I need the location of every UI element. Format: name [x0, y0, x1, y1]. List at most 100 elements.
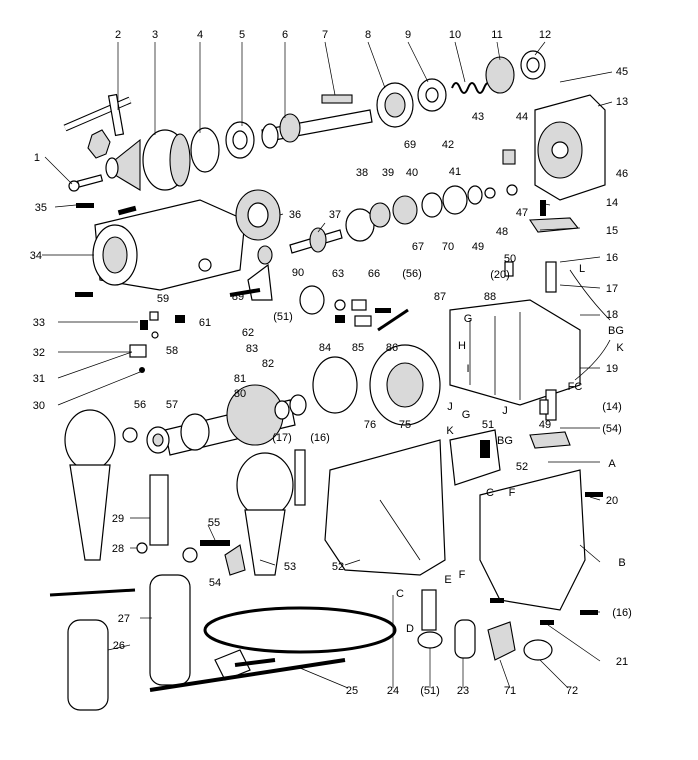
label-88: (51) [273, 311, 293, 323]
label-48: 48 [496, 226, 508, 238]
clamp-part-55 [236, 452, 294, 576]
label-54: 52 [332, 561, 344, 573]
label-K-1: BG [608, 325, 624, 337]
nut-part-28 [136, 542, 148, 554]
label-H-1: J [447, 401, 453, 413]
label-55: 53 [284, 561, 296, 573]
label-45: 45 [616, 66, 628, 78]
label-56: 54 [209, 577, 221, 589]
gear-part-36 [235, 189, 281, 241]
label-39: 39 [382, 167, 394, 179]
label-19: 19 [606, 363, 618, 375]
label-8: 8 [365, 29, 371, 41]
label-32: 32 [33, 347, 45, 359]
small-parts-30-33 [129, 315, 185, 373]
bearing-part-9 [417, 78, 447, 112]
label-75: 75 [399, 419, 411, 431]
label-21: 21 [616, 656, 628, 668]
handle-half-part-54 [324, 439, 446, 576]
label-71: 70 [442, 241, 454, 253]
label-51: 49 [539, 419, 551, 431]
gear-stack-parts [345, 185, 496, 242]
label-85: 88 [484, 291, 496, 303]
label-50: 50 [504, 253, 516, 265]
label-63: 62 [242, 327, 254, 339]
label-43: 43 [472, 111, 484, 123]
label-K-2: BG [497, 435, 513, 447]
gear-part-11 [485, 56, 515, 94]
label-34: 34 [30, 250, 42, 262]
washer-part-5 [225, 121, 255, 159]
disc-part-88 [299, 285, 325, 315]
small-parts-66-67 [334, 299, 367, 311]
label-F: H [458, 340, 466, 352]
label-49: 49 [472, 241, 484, 253]
knob-screw-parts [200, 449, 306, 576]
label-44: 44 [516, 111, 528, 123]
label-(14): A [608, 458, 616, 470]
label-H-2: J [502, 405, 508, 417]
label-3: 3 [152, 29, 158, 41]
label-29: 29 [112, 513, 124, 525]
part-58 [122, 427, 138, 443]
label-47: 47 [516, 207, 528, 219]
label-(20)-1: (16) [310, 432, 330, 444]
brush-part-51 [504, 261, 514, 277]
label-2: 2 [115, 29, 121, 41]
label-4: 4 [197, 29, 203, 41]
label-59: 57 [166, 399, 178, 411]
label-11: 11 [491, 29, 502, 41]
screw-part-21 [540, 620, 554, 625]
label-90: (56) [402, 268, 422, 280]
label-79: 82 [262, 358, 274, 370]
label-(54): B [618, 557, 625, 569]
label-77: 80 [234, 388, 246, 400]
label-31: 31 [33, 373, 45, 385]
bearings-78-80 [274, 394, 307, 420]
power-cable-part [149, 606, 397, 692]
label-36: 36 [289, 209, 301, 221]
label-27: 27 [118, 613, 130, 625]
spring-part [451, 82, 493, 94]
label-6: 6 [282, 29, 288, 41]
label-E-2: G [462, 409, 471, 421]
label-78: 81 [234, 373, 246, 385]
depth-rod-part [149, 474, 169, 546]
label-A-2: C [396, 588, 404, 600]
label-69: 67 [412, 241, 424, 253]
label-A-1: C [486, 487, 494, 499]
label-40: 40 [406, 167, 418, 179]
screw-part-90 [375, 308, 391, 313]
label-46: 46 [616, 168, 628, 180]
field-coil-part [369, 344, 441, 426]
leader-lines [42, 41, 613, 689]
plate-part-52 [529, 431, 571, 449]
label-26: 26 [113, 640, 125, 652]
label-(16): (54) [602, 423, 622, 435]
label-(17): (14) [602, 401, 622, 413]
screw-part-1 [68, 174, 104, 192]
circlip-part [190, 127, 220, 173]
label-72: 71 [504, 685, 516, 697]
part-82 [335, 315, 345, 323]
label-10: 10 [449, 29, 461, 41]
small-parts-60-62 [149, 311, 159, 339]
label-76: 76 [364, 419, 376, 431]
capacitor-part [454, 619, 476, 659]
shaft-part-37 [289, 227, 343, 254]
label-58: 56 [134, 399, 146, 411]
label-41: 41 [449, 166, 461, 178]
gear-housing-plate-part [534, 94, 606, 201]
bearing-part-8 [376, 82, 414, 128]
chuck-key-part [63, 93, 132, 159]
label-E-1: G [464, 313, 473, 325]
motor-housing-part [449, 299, 581, 406]
label-12: 12 [539, 29, 551, 41]
label-62: 61 [199, 317, 211, 329]
label-89: (51) [420, 685, 440, 697]
label-I-1: K [616, 342, 624, 354]
label-37: 37 [329, 209, 341, 221]
label-33: 33 [33, 317, 45, 329]
drill-chuck-part [105, 129, 191, 191]
